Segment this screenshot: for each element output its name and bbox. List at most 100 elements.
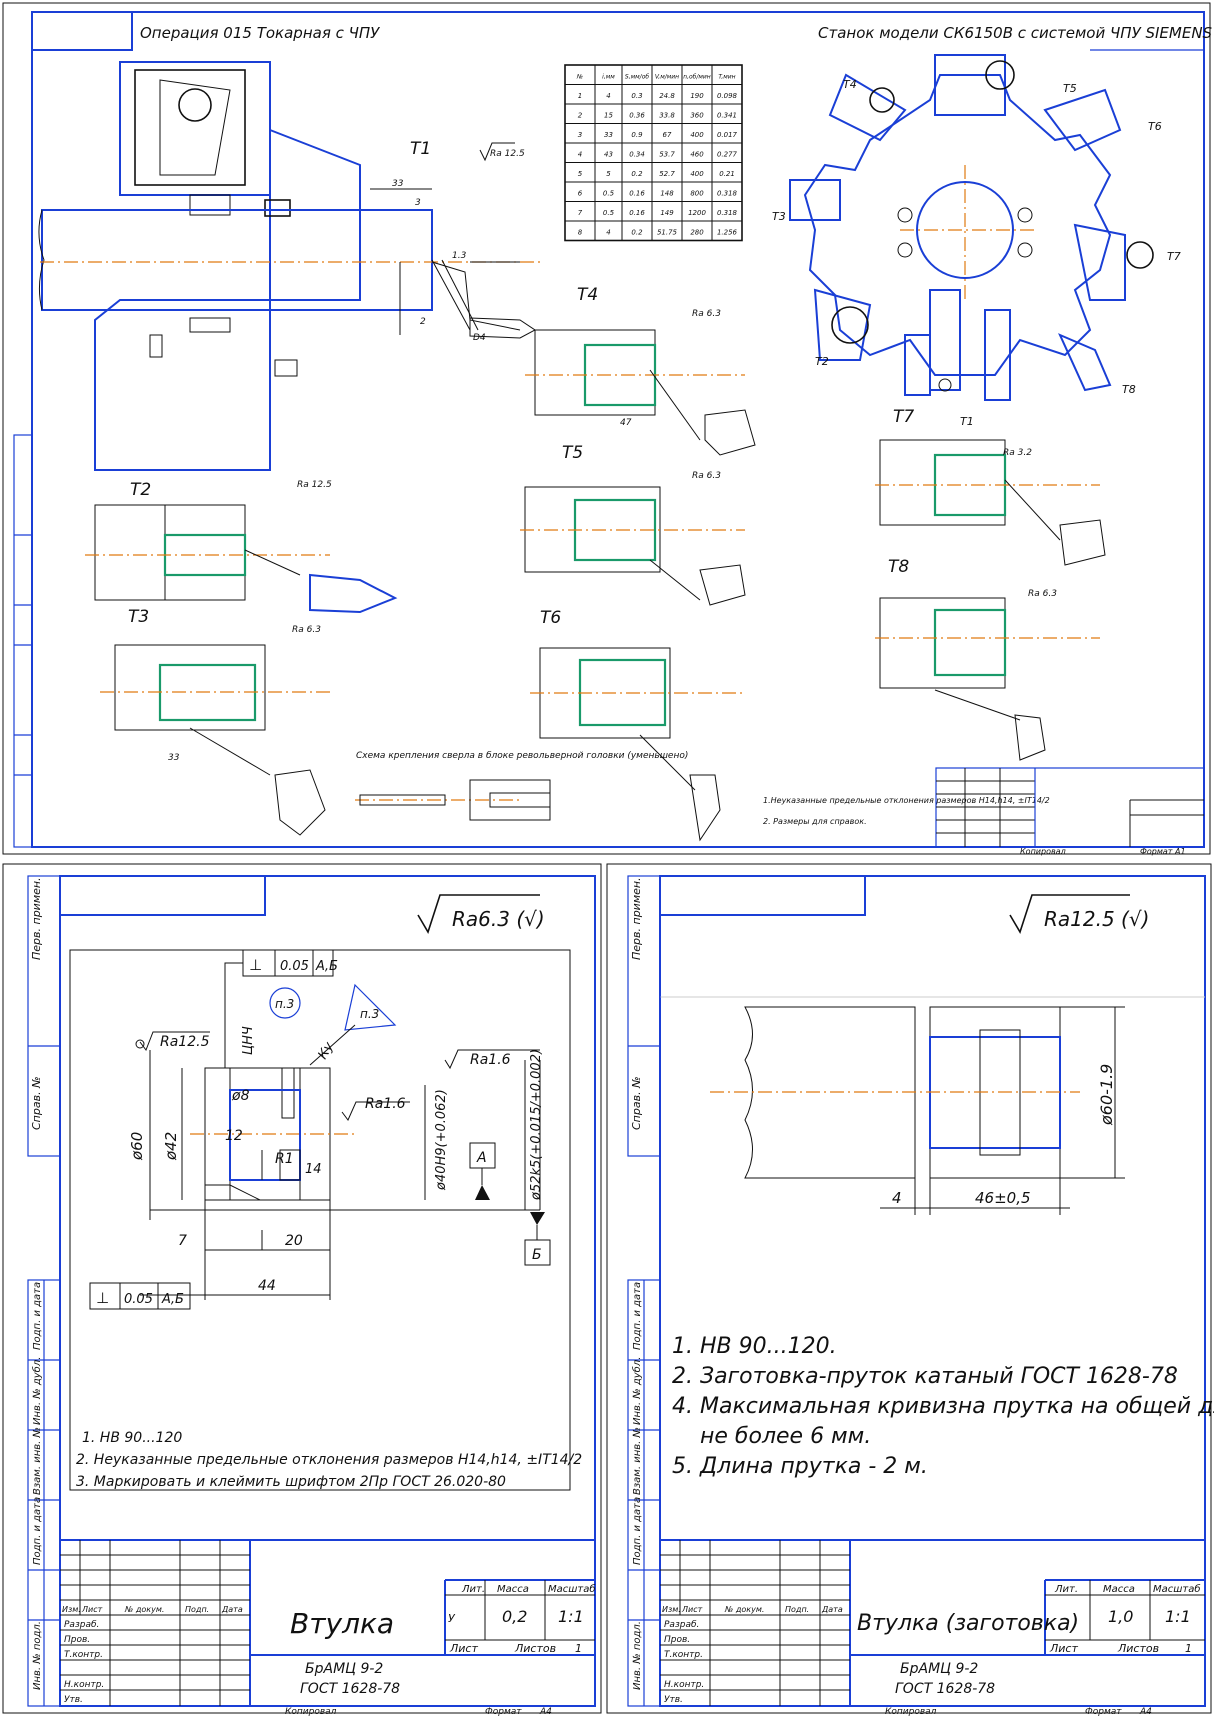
label-T8: T8	[888, 557, 909, 577]
label-T5: T5	[562, 443, 583, 463]
svg-text:Б: Б	[532, 1247, 542, 1263]
svg-text:№ докум.: № докум.	[124, 1605, 164, 1614]
mode-table-cell: 0.5	[603, 189, 615, 197]
svg-text:А4: А4	[1139, 1707, 1152, 1716]
svg-text:п.3: п.3	[360, 1007, 379, 1021]
roughness-general-right: Ra12.5 (√)	[1044, 907, 1149, 931]
sheet-left-inner-frame	[59, 875, 596, 1707]
left-side-label-1: Перв. примен.	[30, 877, 43, 960]
right-note-2: 2. Заготовка-пруток катаный ГОСТ 1628-78	[672, 1364, 1178, 1389]
svg-text:33: 33	[392, 179, 404, 189]
svg-text:Пров.: Пров.	[64, 1635, 90, 1645]
svg-text:Ra 6.3: Ra 6.3	[692, 471, 721, 481]
mode-table-frame	[564, 64, 743, 242]
svg-text:Лист: Лист	[449, 1642, 478, 1655]
svg-text:ø60: ø60	[128, 1132, 146, 1161]
left-part-name: Втулка	[290, 1607, 394, 1640]
left-roughness-2: Ra1.6	[470, 1052, 511, 1068]
turret-body	[803, 74, 1112, 376]
right-part-name: Втулка (заготовка)	[857, 1611, 1079, 1636]
svg-text:А4: А4	[539, 1707, 552, 1716]
mark-triangle-p3	[344, 983, 397, 1031]
svg-text:12: 12	[225, 1128, 243, 1144]
tool-t4	[704, 409, 756, 456]
turret-T5: T5	[1063, 82, 1077, 95]
svg-text:Лит.: Лит.	[461, 1584, 485, 1595]
mode-table-cell: 0.36	[629, 111, 645, 119]
mode-table-cell: 7	[578, 209, 583, 217]
svg-text:Разраб.: Разраб.	[64, 1620, 99, 1630]
svg-text:Изм.: Изм.	[62, 1605, 81, 1614]
svg-text:Лит.: Лит.	[1054, 1584, 1078, 1595]
mode-table-cell: 0.017	[717, 131, 738, 139]
svg-text:ø8: ø8	[231, 1088, 250, 1104]
svg-text:А,Б: А,Б	[161, 1292, 184, 1307]
svg-text:Т.контр.: Т.контр.	[664, 1650, 703, 1660]
mode-table-header: V,м/мин	[655, 73, 679, 80]
svg-text:№ докум.: № докум.	[724, 1605, 764, 1614]
turret-T2: T2	[815, 355, 829, 368]
sketch-t2	[85, 504, 398, 614]
left-side-label-3: Подп. и дата	[32, 1282, 43, 1350]
sketch-t3	[100, 644, 330, 836]
sheet-top-inner-frame	[31, 11, 1205, 848]
svg-text:Подп.: Подп.	[185, 1605, 209, 1614]
mode-table-cell: 0.5	[603, 209, 615, 217]
mode-table-cell: 0.2	[631, 170, 643, 178]
left-roughness-1: Ra12.5	[160, 1034, 210, 1050]
sheet-top: Операция 015 Токарная с ЧПУ Станок модел…	[2, 2, 1213, 856]
mode-table-cell: 400	[690, 170, 704, 178]
svg-text:0.05: 0.05	[280, 959, 309, 974]
svg-text:Дата: Дата	[221, 1605, 243, 1614]
svg-text:Утв.: Утв.	[664, 1695, 683, 1705]
svg-text:Масса: Масса	[497, 1584, 529, 1595]
right-side-label-1: Перв. примен.	[630, 877, 643, 960]
svg-text:А: А	[476, 1150, 487, 1166]
sketch-t4	[525, 329, 756, 456]
right-note-4: не более 6 мм.	[700, 1424, 871, 1449]
mode-table-cell: 190	[690, 92, 704, 100]
svg-text:Формат: Формат	[1085, 1707, 1122, 1716]
sketch-t5	[520, 486, 746, 606]
bar-stock	[41, 209, 433, 311]
turret-T8: T8	[1122, 383, 1136, 396]
top-footer-copy: Копировал	[1020, 847, 1066, 856]
mode-table-cell: 0.34	[629, 150, 645, 158]
mode-table-header: n,об/мин	[683, 73, 711, 80]
svg-text:Подп.: Подп.	[785, 1605, 809, 1614]
svg-text:46±0,5: 46±0,5	[975, 1189, 1031, 1207]
svg-text:1:1: 1:1	[1165, 1607, 1191, 1626]
mode-table-cell: 0.098	[717, 92, 738, 100]
mode-table-cell: 67	[663, 131, 672, 139]
label-T1: T1	[410, 139, 431, 159]
label-T7: T7	[893, 407, 914, 427]
jaw-bolt	[178, 88, 212, 122]
sheet-left: Перв. примен. Справ. № Подп. и дата Инв.…	[2, 863, 602, 1716]
turret-T4: T4	[843, 78, 857, 91]
svg-text:Лист: Лист	[681, 1605, 703, 1614]
sketch-t8	[875, 597, 1100, 761]
chuck-body-lower	[94, 299, 271, 471]
mode-table-cell: 4	[578, 150, 582, 158]
mode-table-cell: 0.318	[717, 209, 738, 217]
tool-t3	[274, 769, 326, 836]
mode-table-cell: 0.3	[631, 92, 642, 100]
svg-text:Копировал: Копировал	[285, 1707, 337, 1716]
mode-table-cell: 149	[660, 209, 674, 217]
drill-note: Схема крепления сверла в блоке револьвер…	[356, 751, 688, 761]
svg-text:Листов: Листов	[1117, 1642, 1159, 1655]
right-side-label-3: Подп. и дата	[632, 1282, 643, 1350]
svg-text:ГОСТ 1628-78: ГОСТ 1628-78	[895, 1681, 995, 1697]
roughness-general-symbol-left	[417, 894, 540, 934]
operation-title: Операция 015 Токарная с ЧПУ	[140, 24, 380, 42]
svg-text:Пров.: Пров.	[664, 1635, 690, 1645]
mode-table-cell: 53.7	[659, 150, 675, 158]
dimension-lines-left	[140, 1050, 541, 1300]
svg-text:⊥: ⊥	[249, 956, 262, 974]
mode-table-cell: 5	[606, 170, 611, 178]
part-section	[190, 1067, 355, 1201]
svg-text:Лист: Лист	[81, 1605, 103, 1614]
turret-T6: T6	[1148, 120, 1162, 133]
